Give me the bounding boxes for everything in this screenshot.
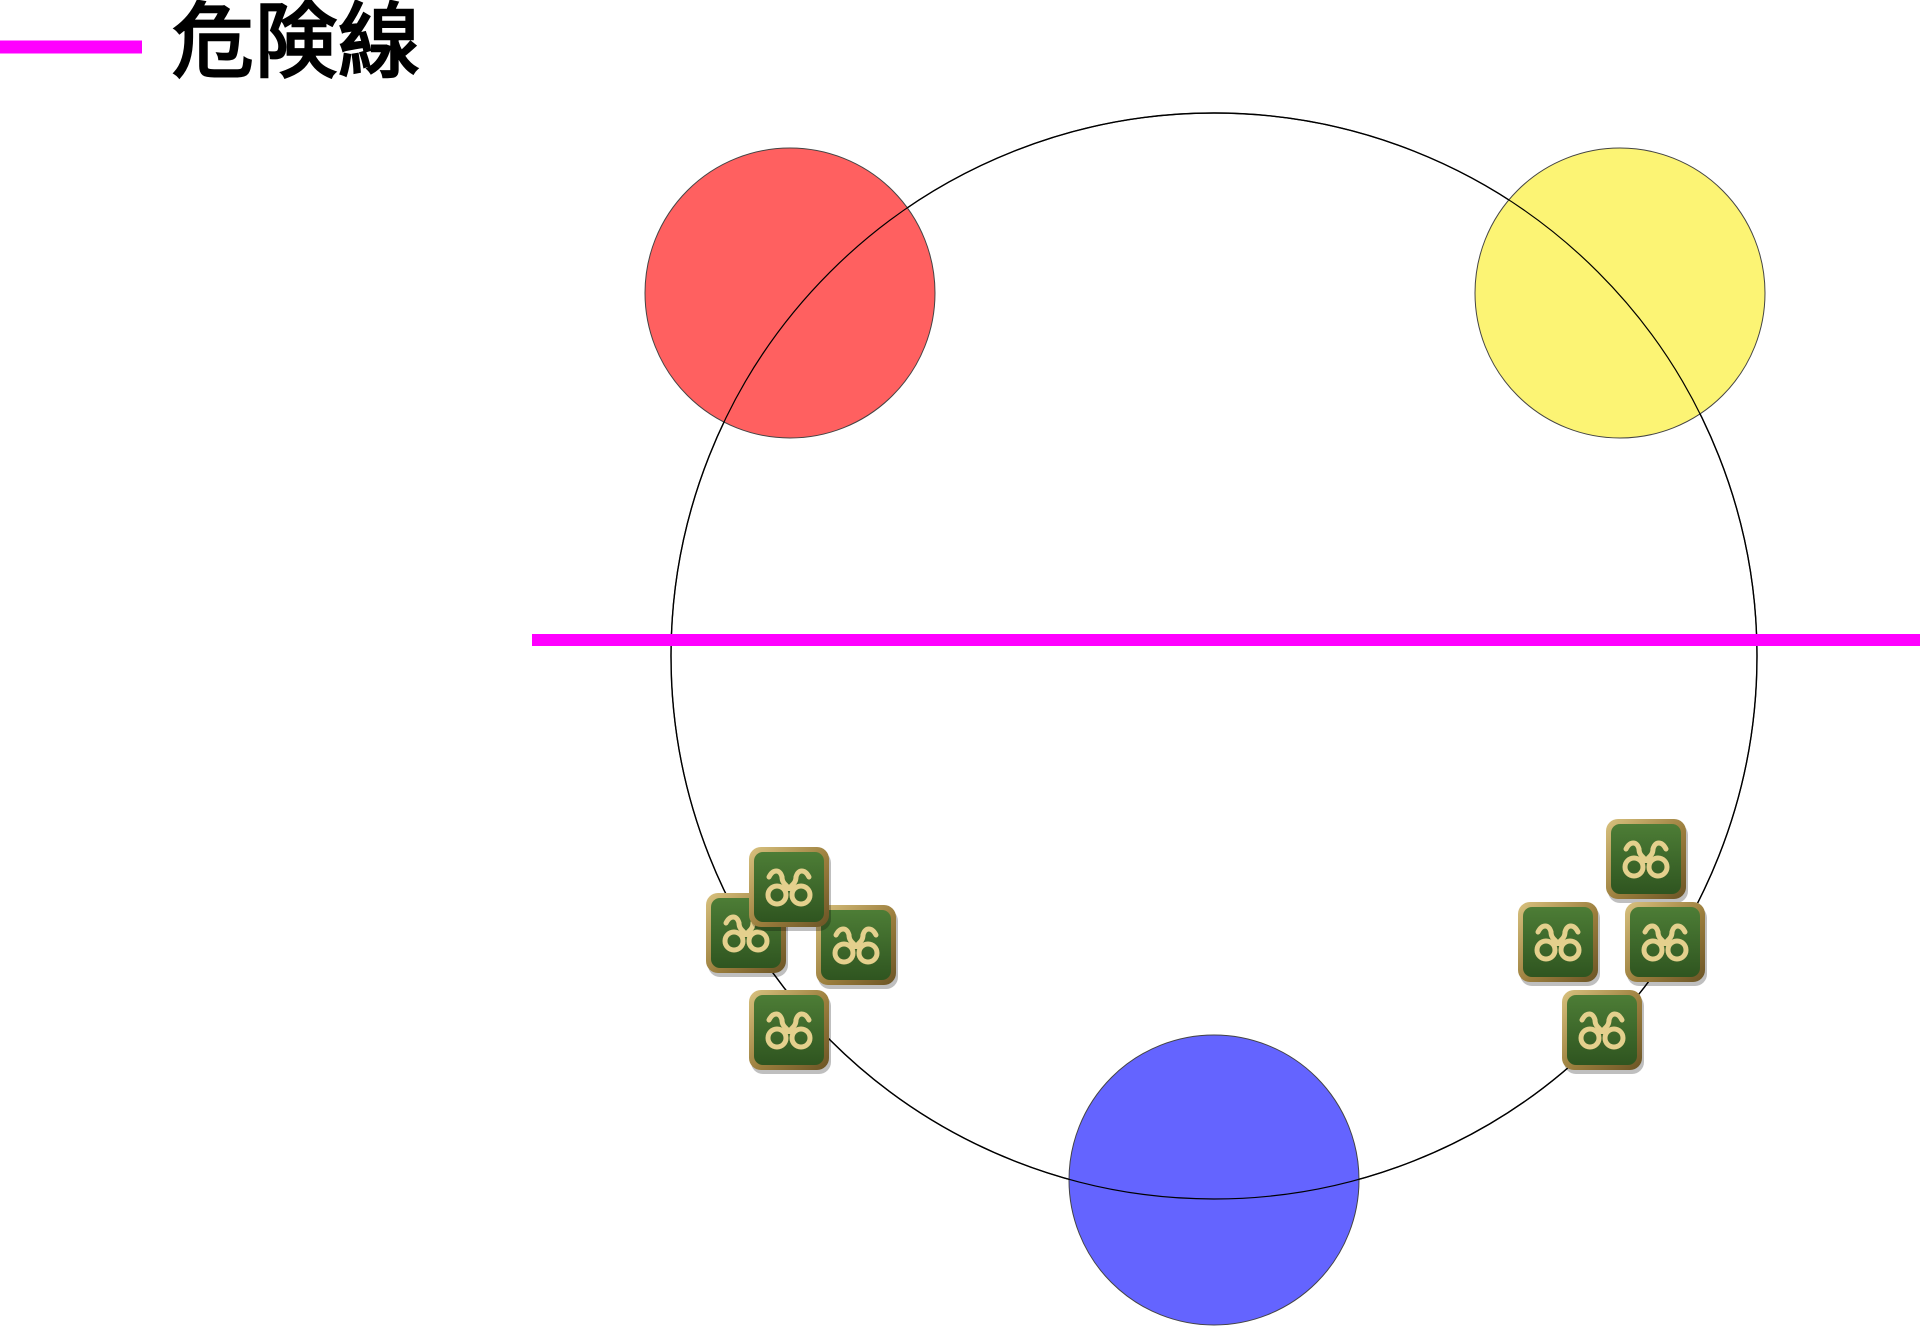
left-tile-cluster — [706, 847, 898, 1074]
legend-label: 危険線 — [172, 0, 422, 90]
yellow-marker — [1474, 147, 1766, 439]
taurus-glyph-icon — [1625, 902, 1707, 986]
right-tile-cluster — [1518, 819, 1707, 1074]
taurus-glyph-icon — [1562, 990, 1644, 1074]
taurus-glyph-icon — [1606, 819, 1688, 903]
arena-ring-overlay — [670, 112, 1758, 1200]
taurus-glyph-icon — [749, 990, 831, 1074]
blue-marker — [1068, 1034, 1360, 1326]
taurus-glyph-icon — [1518, 902, 1600, 986]
red-marker — [644, 147, 936, 439]
taurus-glyph-icon — [749, 847, 831, 931]
